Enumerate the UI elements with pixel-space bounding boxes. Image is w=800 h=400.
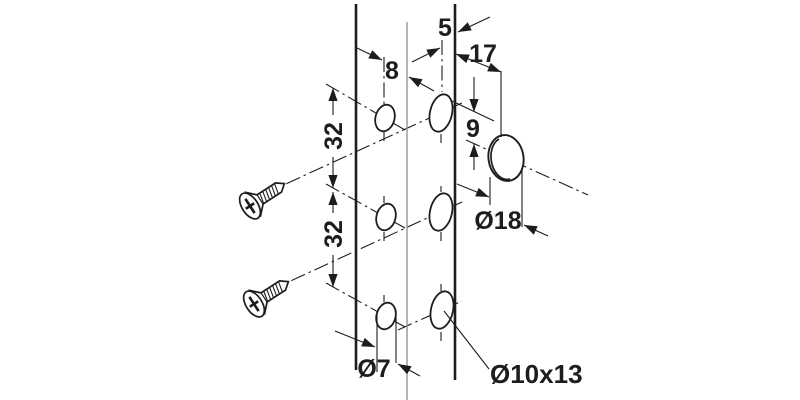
panel-lines [354,4,457,400]
dimension-label-5: 5 [438,14,452,42]
arrowhead [524,225,538,235]
center-line-row1-small [325,83,406,131]
arrowhead [469,99,479,112]
screw-threads [263,281,283,302]
center-line-row2-small [325,183,406,229]
dimension-label-d10x13: Ø10x13 [490,359,583,389]
dim9-ext-top [451,100,495,122]
screw-top [238,181,286,220]
arrowhead [426,48,440,58]
dimension-arrows [328,22,538,375]
cover-cap [487,134,525,182]
dimension-label-17: 17 [469,40,497,68]
hole-large-row2 [428,192,454,232]
dimension-label-32-bottom: 32 [320,220,348,248]
center-line-cap [465,139,589,196]
arrowhead [458,22,472,32]
screw-bottom [242,279,290,318]
center-line-row3-small [325,282,406,328]
dimension-label-9: 9 [466,115,480,143]
arrowhead [328,274,338,287]
phillips-cross-icon [248,296,260,312]
arrowhead [328,88,338,101]
arrowhead [328,192,338,205]
hole-large-row1 [428,93,454,133]
dimension-label-8: 8 [385,57,399,85]
arrowhead [361,337,375,347]
arrowhead [328,175,338,188]
center-lines [239,40,589,341]
center-line-screw-top [239,102,463,206]
drill-holes [374,93,525,331]
phillips-cross-icon [244,198,256,214]
arrowhead [368,50,382,60]
dimension-label-d18: Ø18 [474,207,521,235]
cover-cap-rim [490,138,511,181]
arrowhead [409,77,423,88]
hole-large-row3 [429,290,455,330]
arrowhead [469,144,479,157]
dimension-label-32-top: 32 [320,122,348,150]
screw-threads [259,183,279,204]
arrowhead [398,364,412,375]
hole-small-row1 [374,103,396,133]
leader-d10x13 [443,310,490,370]
arrowhead [475,187,489,197]
arrowhead [487,62,501,72]
dimension-label-d7: Ø7 [357,355,390,383]
hole-small-row2 [375,202,397,232]
arrowhead [456,54,470,64]
